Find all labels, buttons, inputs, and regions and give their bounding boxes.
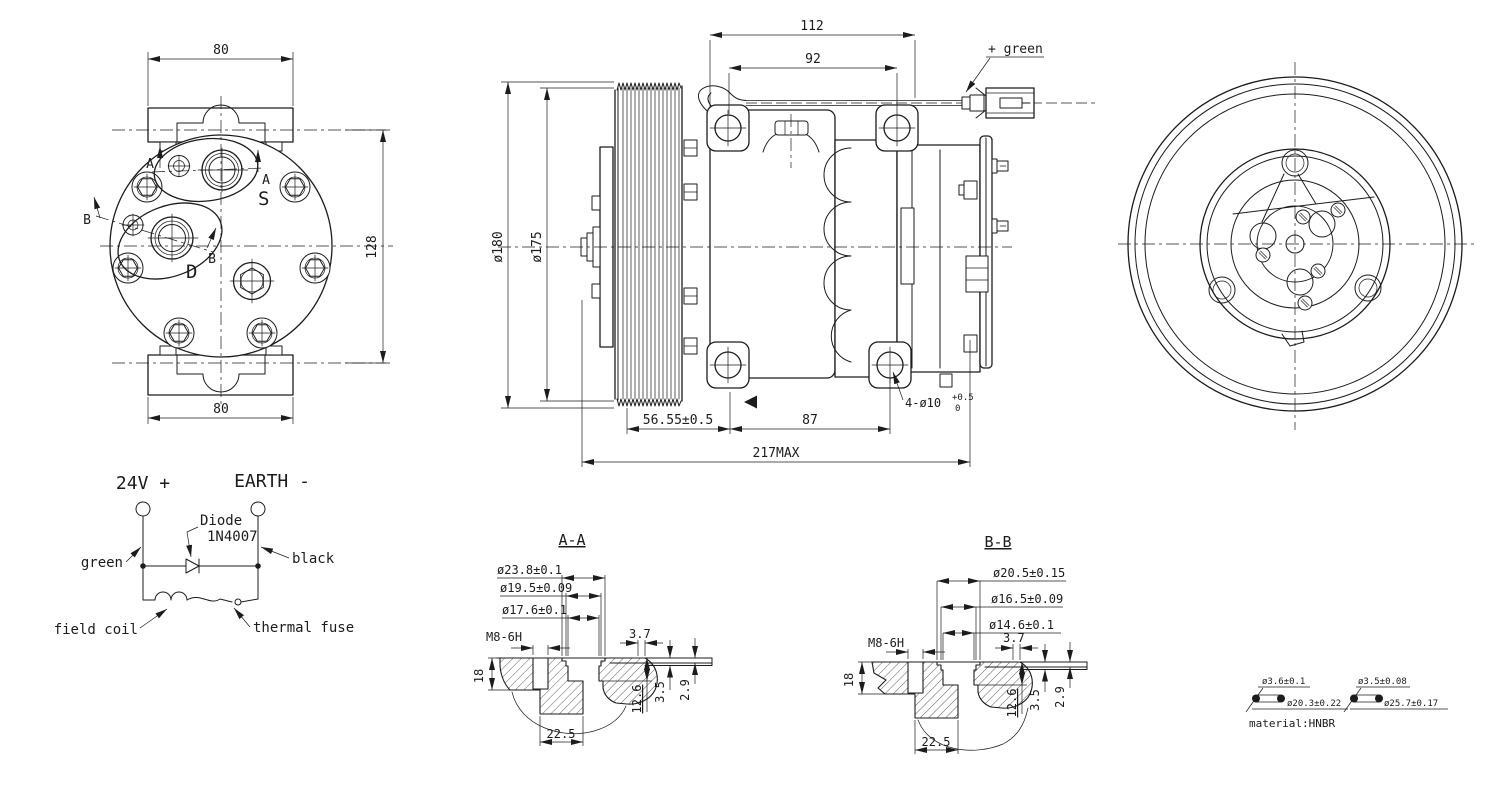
dim-112: 112 bbox=[800, 19, 823, 34]
section-bb-title: B-B bbox=[984, 533, 1011, 551]
oring-large-cs: ø3.5±0.08 bbox=[1358, 677, 1407, 687]
wire-connector bbox=[961, 87, 1035, 119]
aa-dim-plate2: 2.9 bbox=[678, 679, 692, 701]
positive-terminal bbox=[135, 501, 151, 517]
diode-label-2: 1N4007 bbox=[207, 529, 258, 545]
bb-dim-boss-width: 22.5 bbox=[922, 735, 951, 749]
section-b-label-1: B bbox=[83, 213, 91, 228]
section-b-label-2: B bbox=[208, 252, 216, 267]
front-view: 80 80 128 S D A A B B bbox=[83, 43, 393, 424]
oring-details: ø3.6±0.1 ø20.3±0.22 ø3.5±0.08 ø25.7±0.17… bbox=[1245, 677, 1448, 730]
section-a-label-1: A bbox=[146, 157, 154, 172]
side-dimensions: 112 92 ø180 ø175 56.55±0.5 87 217MAX 4-ø… bbox=[491, 19, 974, 467]
field-coil-label: field coil bbox=[54, 622, 138, 638]
black-wire-label: black bbox=[292, 551, 335, 567]
oring-small: ø3.6±0.1 ø20.3±0.22 bbox=[1245, 677, 1348, 713]
dim-87: 87 bbox=[802, 413, 818, 428]
oring-material-label: material:HNBR bbox=[1249, 717, 1335, 730]
front-centerlines bbox=[100, 96, 393, 408]
dim-dia180: ø180 bbox=[491, 231, 506, 262]
thermal-fuse-label: thermal fuse bbox=[253, 620, 354, 636]
thermal-fuse-symbol bbox=[186, 596, 259, 606]
oring-large-id: ø25.7±0.17 bbox=[1384, 699, 1438, 709]
bb-dim-bore-depth: 12.6 bbox=[1005, 689, 1019, 718]
section-aa: A-A ø23.8±0.1 ø19.5±0.09 ø17.6±0.1 M8-6H… bbox=[472, 531, 713, 746]
dim-dia175: ø175 bbox=[530, 231, 545, 262]
field-coil-symbol bbox=[142, 591, 188, 601]
negative-terminal-label: EARTH - bbox=[234, 471, 310, 492]
rear-cover-bolts bbox=[991, 158, 1009, 234]
section-bb-dimensions: ø20.5±0.15 ø16.5±0.09 ø14.6±0.1 M8-6H 3.… bbox=[842, 566, 1073, 754]
top-fitting bbox=[762, 114, 820, 168]
bb-dia-inner: ø14.6±0.1 bbox=[989, 618, 1054, 632]
oring-small-id: ø20.3±0.22 bbox=[1287, 699, 1341, 709]
aa-dia-outer: ø23.8±0.1 bbox=[497, 563, 562, 577]
compressor-body bbox=[709, 109, 1009, 388]
aa-dia-mid: ø19.5±0.09 bbox=[500, 581, 572, 595]
section-aa-dimensions: ø23.8±0.1 ø19.5±0.09 ø17.6±0.1 M8-6H 3.7… bbox=[472, 563, 698, 746]
diode-symbol bbox=[185, 558, 200, 574]
aa-dim-bore-depth: 12.6 bbox=[630, 685, 644, 714]
dim-4-dia10-tol-lower: 0 bbox=[955, 404, 960, 414]
bb-dia-mid: ø16.5±0.09 bbox=[991, 592, 1063, 606]
pulley bbox=[614, 82, 683, 407]
rear-centerlines bbox=[1118, 62, 1474, 430]
aa-dia-inner: ø17.6±0.1 bbox=[502, 603, 567, 617]
dim-4-dia10-tol-upper: +0.5 bbox=[952, 393, 974, 403]
discharge-label: D bbox=[186, 261, 197, 283]
bb-dim-step: 3.7 bbox=[1003, 631, 1025, 645]
side-view: + green 112 92 bbox=[491, 19, 1095, 467]
dim-80-bottom: 80 bbox=[213, 402, 229, 417]
dim-92: 92 bbox=[805, 52, 821, 67]
wire-green-label: + green bbox=[988, 42, 1043, 57]
oil-plug bbox=[229, 258, 275, 304]
rear-flange-bolts bbox=[939, 180, 989, 388]
dim-5655: 56.55±0.5 bbox=[643, 413, 713, 428]
green-wire-label: green bbox=[81, 555, 123, 571]
aa-dim-boss-width: 22.5 bbox=[547, 727, 576, 741]
aa-dim-plate1: 3.5 bbox=[653, 681, 667, 703]
circuit-wires bbox=[140, 515, 261, 601]
aa-thread: M8-6H bbox=[486, 630, 522, 644]
positive-terminal-label: 24V + bbox=[116, 473, 170, 494]
bb-dim-depth: 18 bbox=[842, 673, 856, 687]
bb-thread: M8-6H bbox=[868, 636, 904, 650]
discharge-port bbox=[117, 202, 223, 280]
aa-dim-depth: 18 bbox=[472, 669, 486, 683]
rear-view bbox=[1118, 62, 1474, 430]
dim-4-dia10: 4-ø10 bbox=[905, 396, 941, 410]
bb-dim-plate2: 2.9 bbox=[1053, 686, 1067, 708]
datum-marker bbox=[744, 395, 757, 409]
wire-harness: + green bbox=[698, 42, 1095, 119]
negative-terminal bbox=[250, 501, 266, 517]
aa-dim-step: 3.7 bbox=[629, 627, 651, 641]
front-dimensions: 80 80 128 bbox=[147, 43, 390, 424]
oring-large: ø3.5±0.08 ø25.7±0.17 bbox=[1343, 677, 1448, 713]
bb-dia-outer: ø20.5±0.15 bbox=[993, 566, 1065, 580]
dim-128: 128 bbox=[365, 235, 380, 258]
section-aa-title: A-A bbox=[558, 531, 585, 549]
armature-bolts bbox=[683, 139, 698, 355]
section-cut-marks bbox=[93, 146, 265, 253]
bb-dim-plate1: 3.5 bbox=[1028, 689, 1042, 711]
suction-label: S bbox=[258, 188, 269, 210]
dim-80-top: 80 bbox=[213, 43, 229, 58]
diode-label-1: Diode bbox=[200, 513, 242, 529]
wiring-diagram: 24V + EARTH - Diode 1N4007 green black f… bbox=[54, 471, 354, 638]
dim-217max: 217MAX bbox=[753, 446, 800, 461]
section-bb: B-B ø20.5±0.15 ø16.5±0.09 ø14.6±0.1 M8-6… bbox=[842, 533, 1088, 754]
oring-small-cs: ø3.6±0.1 bbox=[1262, 677, 1305, 687]
section-a-label-2: A bbox=[262, 173, 270, 188]
